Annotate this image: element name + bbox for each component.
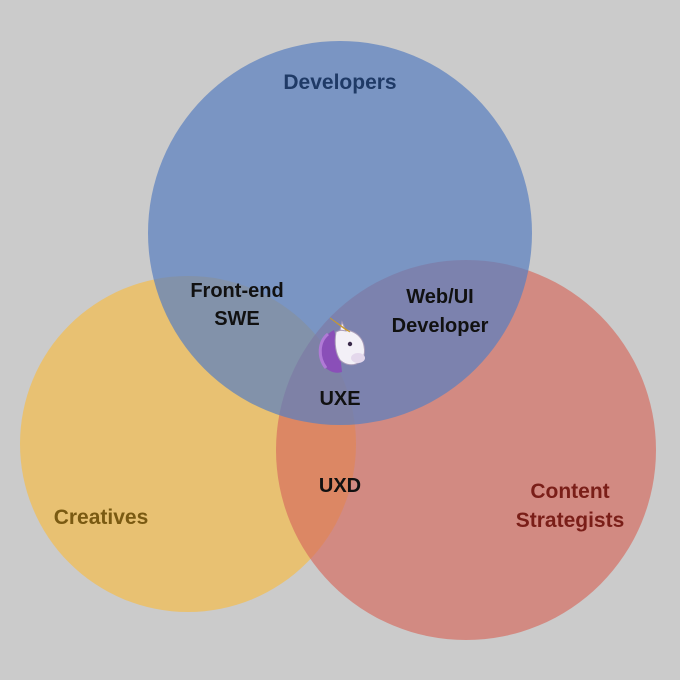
- web-ui-developer-label-line1: Web/UI: [406, 286, 473, 308]
- creatives-label: Creatives: [54, 506, 149, 529]
- uxd-label: UXD: [319, 475, 361, 497]
- frontend-swe-label-line1: Front-end: [190, 280, 283, 302]
- developers-label: Developers: [283, 71, 396, 94]
- content-strategists-label-line2: Strategists: [516, 509, 625, 532]
- content-strategists-label-line1: Content: [530, 480, 609, 503]
- developers-circle: [148, 41, 532, 425]
- uxe-label: UXE: [319, 388, 360, 410]
- unicorn-icon: [318, 317, 365, 373]
- web-ui-developer-label-line2: Developer: [392, 315, 489, 337]
- frontend-swe-label-line2: SWE: [214, 308, 260, 330]
